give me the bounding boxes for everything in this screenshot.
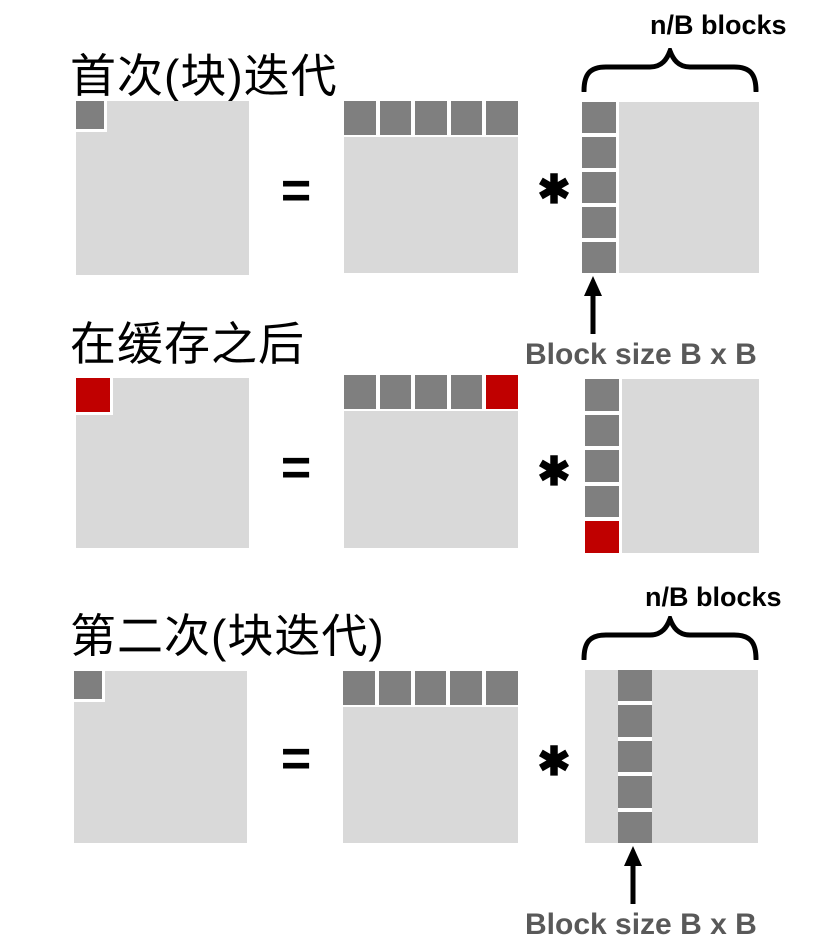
matrix-block xyxy=(344,101,376,135)
matrix-block xyxy=(618,670,652,702)
row1-nb-blocks-label: n/B blocks xyxy=(650,10,787,40)
row2-matrix-b-column-band xyxy=(585,379,622,553)
matrix-block xyxy=(450,101,483,135)
row1-result-block xyxy=(76,101,107,132)
matrix-block xyxy=(414,671,447,705)
row3-matrix-a xyxy=(343,671,518,843)
row1-matrix-b xyxy=(582,102,759,273)
row3-result-block xyxy=(74,671,105,702)
matrix-block xyxy=(343,671,375,705)
matrix-block xyxy=(582,207,616,238)
matrix-block xyxy=(585,450,619,482)
row1-up-arrow-icon xyxy=(582,276,604,334)
row1-matrix-b-column-band xyxy=(582,102,619,273)
matrix-block xyxy=(379,375,412,409)
row3-result-matrix xyxy=(74,671,247,843)
matrix-block xyxy=(585,414,619,447)
row1-title: 首次(块)迭代 xyxy=(70,50,338,102)
matrix-block xyxy=(450,375,483,409)
matrix-block xyxy=(344,375,376,409)
row3-brace-icon xyxy=(580,616,760,660)
matrix-block xyxy=(582,102,616,133)
row2-result-block xyxy=(76,378,113,415)
matrix-block xyxy=(618,776,652,808)
row2-equals-sign: = xyxy=(280,439,312,497)
row3-equals-sign: = xyxy=(280,730,312,788)
row2-matrix-a-row-band xyxy=(344,375,518,411)
row3-nb-blocks-label: n/B blocks xyxy=(645,582,782,612)
row2-matrix-b xyxy=(585,379,759,553)
matrix-block xyxy=(618,740,652,773)
row2-multiply-sign: ✱ xyxy=(537,450,571,494)
matrix-block xyxy=(585,485,619,518)
matrix-block xyxy=(378,671,411,705)
matrix-block xyxy=(379,101,412,135)
row3-up-arrow-icon xyxy=(622,846,644,904)
row1-equals-sign: = xyxy=(280,162,312,220)
matrix-block xyxy=(415,101,447,135)
row3-matrix-b xyxy=(585,670,758,844)
matrix-block xyxy=(582,172,616,203)
row3-title: 第二次(块迭代) xyxy=(70,610,385,662)
row3-matrix-b-column-band xyxy=(618,670,652,844)
row1-multiply-sign: ✱ xyxy=(537,168,571,212)
matrix-block xyxy=(450,671,483,705)
row2-title: 在缓存之后 xyxy=(70,318,305,370)
row1-matrix-a xyxy=(344,101,518,273)
row3-block-size-label: Block size B x B xyxy=(525,908,757,941)
row3-matrix-a-row-band xyxy=(343,671,518,707)
matrix-block xyxy=(486,671,518,705)
row1-brace-icon xyxy=(580,48,760,92)
matrix-block xyxy=(585,521,619,553)
matrix-block xyxy=(582,242,616,273)
row1-result-matrix xyxy=(76,101,249,275)
row1-matrix-a-row-band xyxy=(344,101,518,137)
matrix-block xyxy=(486,101,518,135)
matrix-block xyxy=(415,375,447,409)
matrix-block xyxy=(582,137,616,168)
matrix-block xyxy=(585,379,619,411)
matrix-block xyxy=(618,811,652,844)
matrix-block xyxy=(618,705,652,737)
matrix-block xyxy=(486,375,518,409)
row3-multiply-sign: ✱ xyxy=(537,740,571,784)
row1-block-size-label: Block size B x B xyxy=(525,338,757,371)
row2-matrix-a xyxy=(344,375,518,548)
row2-result-matrix xyxy=(76,378,249,548)
